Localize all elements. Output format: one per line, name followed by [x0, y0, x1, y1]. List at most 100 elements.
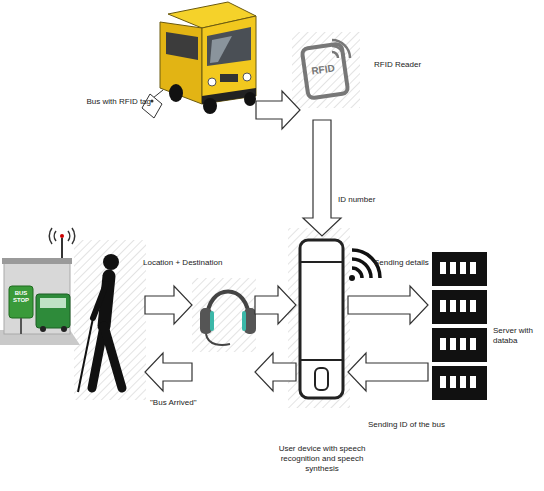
block-arrow [303, 120, 341, 236]
slot [440, 262, 446, 274]
block-arrow [348, 353, 428, 391]
edge-label: Sending details [374, 258, 429, 268]
leg [104, 326, 122, 388]
screen-edge [300, 359, 343, 361]
ear-pad [242, 311, 246, 331]
slot [470, 262, 476, 274]
hatch-background [288, 228, 350, 408]
server-unit [432, 328, 487, 362]
home-button [315, 368, 328, 390]
slot [450, 338, 456, 350]
node-label: RFID Reader [374, 60, 444, 70]
edge-label: ID number [338, 195, 375, 205]
block-arrow [256, 91, 300, 129]
bus-windshield [207, 27, 251, 66]
bus-illustration [142, 2, 256, 118]
slot [460, 262, 466, 274]
server-node: Server with databa [428, 248, 490, 402]
antenna-mast [61, 238, 63, 258]
tag-string [153, 90, 163, 98]
slot [470, 338, 476, 350]
wifi-arc [352, 268, 362, 278]
wheel [169, 84, 183, 102]
node-label: Bus with RFID tag [75, 97, 151, 107]
bus-side [160, 22, 202, 104]
rfid-reader-icon [302, 40, 350, 99]
slot [440, 338, 446, 350]
edge-label: Location + Destination [143, 258, 222, 268]
headset-node [192, 250, 255, 400]
bus-window [166, 32, 198, 60]
sign-pole [20, 318, 22, 334]
person-node [76, 245, 145, 400]
bus-window [40, 298, 66, 308]
shelter-roof [2, 258, 72, 264]
green-bus [36, 294, 70, 328]
slot [450, 376, 456, 388]
phone-icon [300, 240, 343, 398]
headlight [243, 73, 251, 81]
head [103, 254, 119, 270]
icon-label: BUS STOP [10, 290, 32, 304]
signal-arc [68, 231, 70, 241]
wheel [40, 326, 46, 332]
wifi-arc [352, 259, 371, 278]
wheel [203, 98, 217, 114]
slot [470, 376, 476, 388]
slot [460, 300, 466, 312]
bus-node: Bus with RFID tag [155, 5, 256, 120]
screen-edge [300, 261, 343, 263]
signal-arc [332, 52, 338, 58]
slot [460, 338, 466, 350]
mic-boom [206, 334, 230, 345]
arm [93, 284, 106, 318]
slot [470, 300, 476, 312]
signal-arc [332, 40, 350, 58]
headset-icon [200, 292, 256, 345]
server-unit [432, 290, 487, 324]
slot [440, 376, 446, 388]
node-label: User device with speech recognition and … [272, 444, 372, 474]
slot [440, 300, 446, 312]
server-slots [440, 262, 476, 388]
reader-card [302, 43, 349, 98]
block-arrow [348, 286, 428, 324]
server-icon [432, 252, 487, 400]
slot [460, 376, 466, 388]
signal-arc [332, 46, 344, 58]
block-arrow [145, 353, 192, 391]
block-arrow [255, 353, 296, 391]
server-unit [432, 252, 487, 286]
edge-label: "Bus Arrived" [150, 398, 197, 408]
headlight [208, 78, 216, 86]
server-unit [432, 366, 487, 400]
hatch-background [192, 278, 256, 352]
bus-front [202, 16, 256, 104]
person-silhouette [78, 254, 122, 392]
edge-label: Sending ID of the bus [368, 420, 445, 430]
block-arrow [255, 286, 296, 324]
wifi-dot [349, 275, 355, 281]
phone-body [300, 240, 343, 398]
slot [450, 262, 456, 274]
icon-label: RFID [305, 62, 340, 78]
antenna-tip [60, 234, 64, 238]
grille [220, 74, 238, 82]
hatch-background [74, 240, 146, 400]
cane [78, 318, 93, 392]
windshield-glare [210, 36, 232, 63]
ear-pad [210, 311, 214, 331]
rfid-reader-node: RFID Reader [300, 38, 355, 120]
wheel [244, 92, 256, 106]
signal-arc [72, 228, 75, 244]
signal-arc [49, 228, 52, 244]
bus-stop-illustration [0, 228, 80, 345]
wheel [61, 326, 67, 332]
slot [450, 300, 456, 312]
